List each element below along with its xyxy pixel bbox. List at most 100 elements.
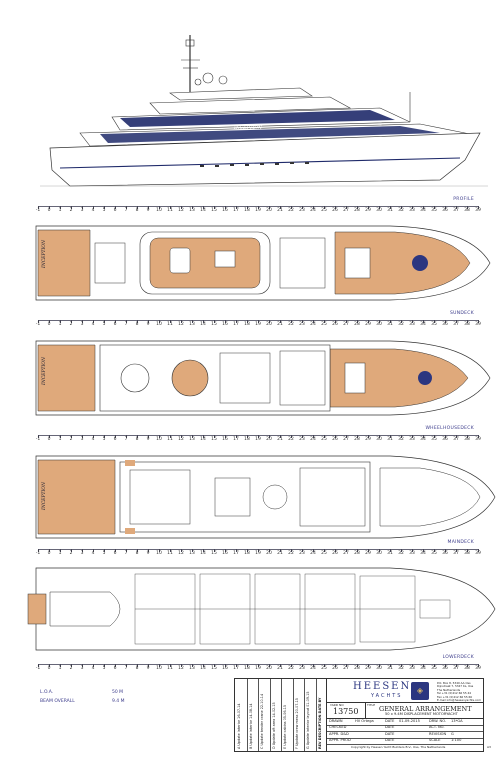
ruler-tick	[247, 664, 248, 667]
revision-header-desc: DESCRIPTION	[317, 714, 322, 741]
ruler-tick	[368, 549, 369, 552]
frame-number: 35	[431, 666, 437, 671]
ruler-tick	[478, 549, 479, 552]
ruler-tick	[291, 549, 292, 552]
ruler-tick	[280, 549, 281, 552]
ruler-tick	[302, 206, 303, 209]
ruler-tick	[170, 549, 171, 552]
frame-number: 26	[332, 666, 338, 671]
ruler-tick	[104, 435, 105, 438]
frame-number: 39	[475, 322, 481, 327]
frame-number: 36	[442, 666, 448, 671]
ruler-tick	[258, 549, 259, 552]
frame-number: 26	[332, 551, 338, 556]
ruler-tick	[225, 206, 226, 209]
ruler-tick	[401, 320, 402, 323]
frame-number: 17	[233, 666, 239, 671]
address-line: P.O. Box 8, 5340 AA Oss	[437, 681, 471, 685]
frame-number: 24	[310, 551, 316, 556]
ruler-tick	[148, 664, 149, 667]
ruler-tick	[225, 435, 226, 438]
title-label: TITLE	[367, 703, 376, 707]
ruler-tick	[401, 549, 402, 552]
ruler-tick	[214, 206, 215, 209]
ruler-tick	[467, 435, 468, 438]
frame-number: 38	[464, 551, 470, 556]
frame-number: 32	[398, 551, 404, 556]
frame-number: 11	[167, 322, 173, 327]
ruler-tick	[478, 664, 479, 667]
ruler-tick	[390, 664, 391, 667]
ruler-tick	[49, 206, 50, 209]
ruler-tick	[346, 549, 347, 552]
ruler-tick	[456, 320, 457, 323]
frame-number: 35	[431, 208, 437, 213]
frame-number: 16	[222, 551, 228, 556]
brand-sub: YACHTS	[371, 693, 403, 699]
ruler-tick	[478, 206, 479, 209]
ruler-tick	[445, 206, 446, 209]
title-row-label3: REVISION	[429, 731, 447, 736]
frame-number: 1	[58, 208, 62, 213]
ruler-tick	[335, 435, 336, 438]
ruler-tick	[302, 549, 303, 552]
frame-number: 2	[69, 666, 73, 671]
ruler-tick	[203, 206, 204, 209]
deck-label-profile: PROFILE	[453, 197, 474, 202]
ruler-tick	[423, 549, 424, 552]
frame-number: 10	[156, 437, 162, 442]
frame-number: 6	[113, 322, 117, 327]
frame-number: 39	[475, 551, 481, 556]
ruler-tick	[390, 435, 391, 438]
frame-number: 22	[288, 208, 294, 213]
ruler-tick	[313, 549, 314, 552]
frame-number: 5	[102, 322, 106, 327]
ruler-tick	[346, 435, 347, 438]
frame-number: 26	[332, 208, 338, 213]
frame-number: 9	[146, 551, 150, 556]
frame-number: 25	[321, 322, 327, 327]
ruler-tick	[159, 435, 160, 438]
frame-number: 23	[299, 551, 305, 556]
frame-number: 10	[156, 208, 162, 213]
brand-logo: HEESEN	[353, 681, 412, 692]
ruler-tick	[478, 320, 479, 323]
lower-deck-plan	[27, 567, 496, 651]
revision-description: Update aft area	[271, 718, 276, 746]
ruler-tick	[82, 320, 83, 323]
ruler-tick	[115, 549, 116, 552]
frame-number: 39	[475, 437, 481, 442]
frame-number: 17	[233, 322, 239, 327]
frame-number: 11	[167, 551, 173, 556]
ruler-tick	[159, 664, 160, 667]
ruler-tick	[434, 549, 435, 552]
frame-number: 29	[365, 322, 371, 327]
frame-number: 31	[387, 666, 393, 671]
revision-description: Update interior	[237, 719, 241, 746]
revision-header: REV DESCRIPTION DATE BY	[318, 697, 322, 749]
revision-date: 14-02-15	[271, 702, 276, 718]
frame-number: 6	[113, 551, 117, 556]
frame-number: 6	[113, 437, 117, 442]
ruler-tick	[93, 549, 94, 552]
frame-number: -1	[35, 551, 41, 556]
frame-number: 31	[387, 437, 393, 442]
ruler-tick	[247, 206, 248, 209]
frame-number: 5	[102, 551, 106, 556]
title-row-val3: 1:100	[451, 737, 462, 742]
ruler-tick	[71, 549, 72, 552]
ruler-tick	[181, 435, 182, 438]
frame-number: 18	[244, 551, 250, 556]
deck-label-maindeck: MAINDECK	[447, 540, 474, 545]
revision-date: 20-07-15	[294, 698, 299, 714]
ruler-tick	[236, 435, 237, 438]
ruler-tick	[445, 549, 446, 552]
ruler-tick	[335, 664, 336, 667]
ruler-tick	[412, 206, 413, 209]
frame-number: 11	[167, 437, 173, 442]
ruler-tick	[214, 664, 215, 667]
ruler-tick	[137, 435, 138, 438]
ruler-tick	[181, 206, 182, 209]
